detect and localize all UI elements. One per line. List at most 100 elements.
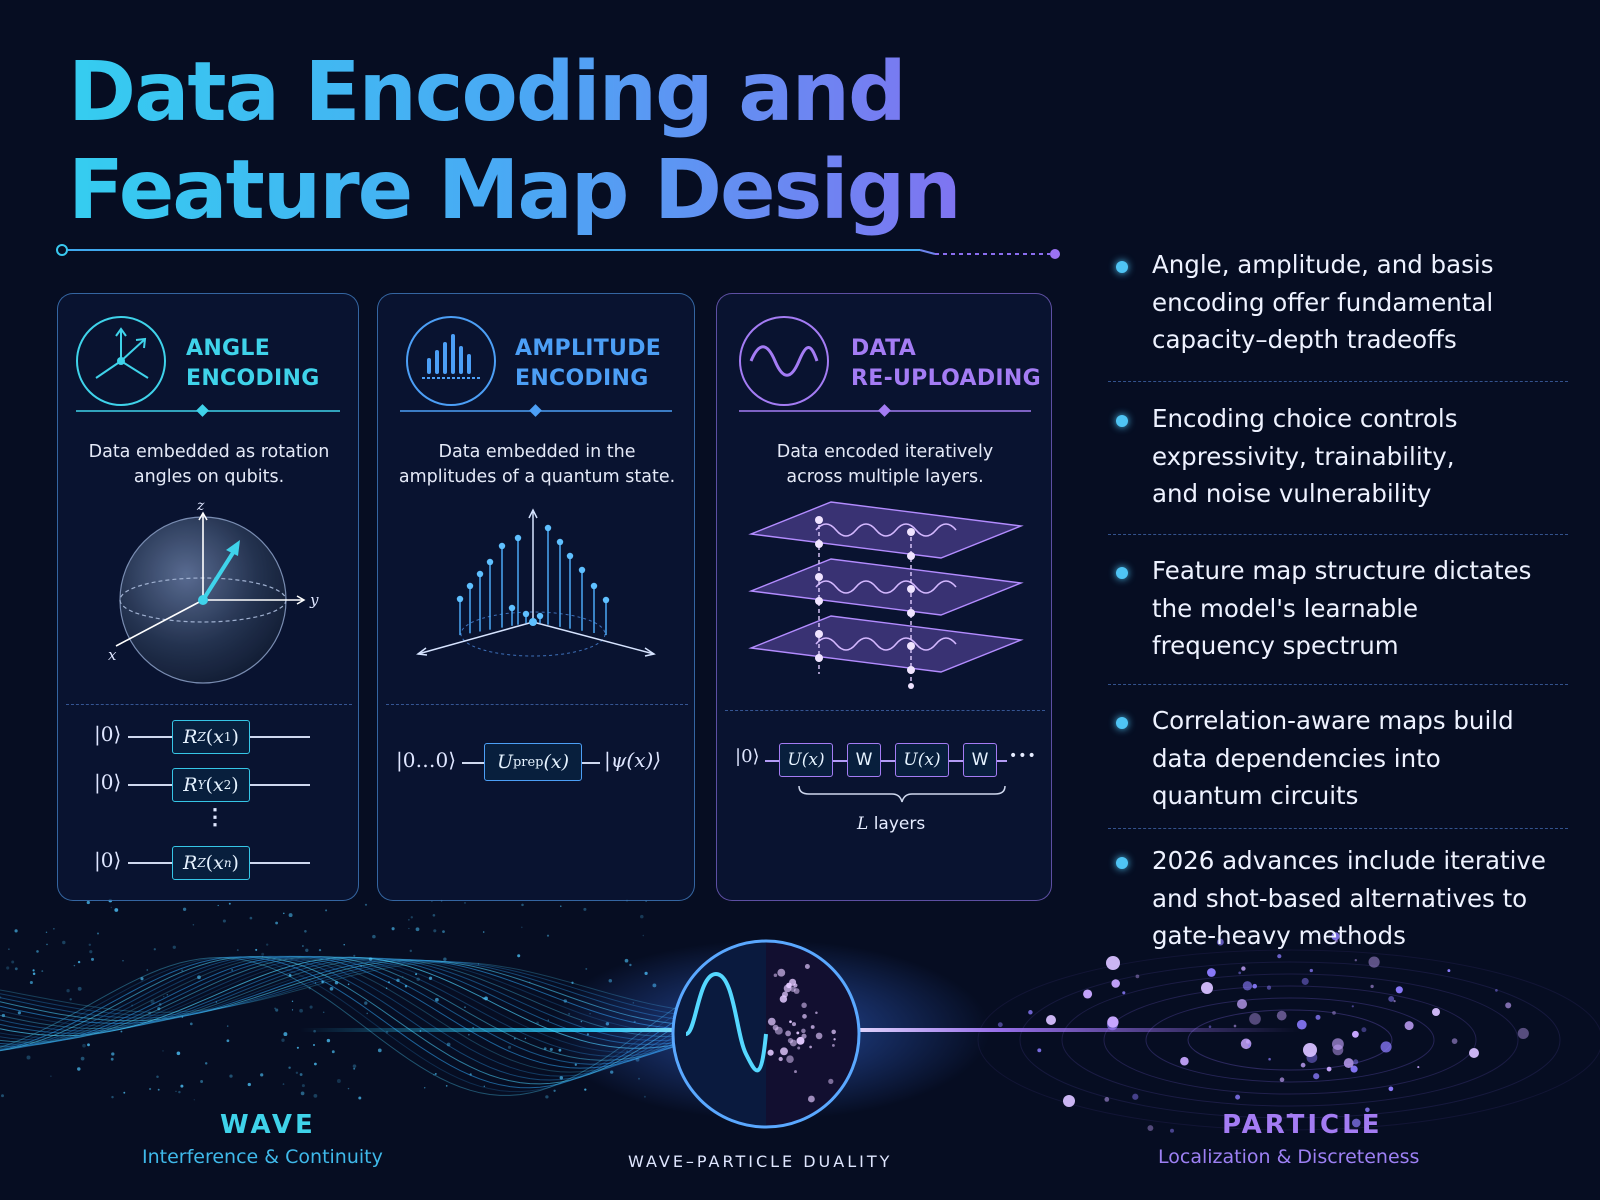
gate1-label: R bbox=[183, 726, 198, 748]
ket-zero-1: |0⟩ bbox=[94, 722, 122, 746]
layers-brace bbox=[798, 785, 1006, 803]
amplitude-encoding-card: AMPLITUDE ENCODING Data embedded in the … bbox=[377, 293, 695, 901]
ru-wire-2 bbox=[833, 760, 847, 762]
bullet-4-line2: data dependencies into bbox=[1152, 743, 1441, 773]
title-underline bbox=[56, 244, 1060, 259]
reupload-title-line2: RE-UPLOADING bbox=[851, 366, 1041, 391]
w-gate-1: W bbox=[847, 743, 881, 777]
vertical-dots: ⋮ bbox=[204, 804, 226, 830]
uprep-sub: prep bbox=[512, 754, 544, 770]
title-line-2: Feature Map Design bbox=[68, 143, 960, 238]
stacked-layers-diagram bbox=[748, 501, 1024, 689]
amplitude-desc-line2: amplitudes of a quantum state. bbox=[398, 467, 676, 487]
wire-nb bbox=[250, 862, 310, 864]
bullet-4-line3: quantum circuits bbox=[1152, 781, 1359, 810]
particle-subtitle: Localization & Discreteness bbox=[1158, 1146, 1420, 1168]
bullet-5-line1: 2026 advances include iterative bbox=[1152, 846, 1546, 875]
bar-chart-icon bbox=[406, 316, 496, 406]
gate2-label: R bbox=[183, 774, 198, 796]
gate1-sub: Z bbox=[197, 730, 206, 744]
bullet-2-line1: Encoding choice controls bbox=[1152, 404, 1458, 433]
wire-1b bbox=[250, 736, 310, 738]
amplitude-title-line1: AMPLITUDE bbox=[515, 336, 662, 361]
bullet-3-line1: Feature map structure dictates bbox=[1152, 556, 1532, 585]
angle-encoding-card: ANGLE ENCODING Data embedded as rotation… bbox=[57, 293, 359, 901]
gate3-argsub: n bbox=[223, 856, 232, 870]
list-separator bbox=[1108, 381, 1568, 382]
page-title: Data Encoding and Feature Map Design bbox=[68, 44, 1068, 240]
reupload-title-line1: DATA bbox=[851, 336, 917, 361]
particle-field bbox=[977, 932, 1600, 1133]
input-state: |0…0⟩ bbox=[396, 748, 456, 772]
list-separator bbox=[1108, 534, 1568, 535]
list-item: 2026 advances include iterative and shot… bbox=[1108, 842, 1568, 966]
bullet-text-4: Correlation-aware maps build data depend… bbox=[1152, 702, 1514, 815]
duality-caption: WAVE–PARTICLE DUALITY bbox=[628, 1152, 893, 1171]
bullet-text-2: Encoding choice controls expressivity, t… bbox=[1152, 400, 1458, 513]
bullet-dot bbox=[1116, 415, 1128, 427]
angle-card-description: Data embedded as rotation angles on qubi… bbox=[68, 440, 350, 490]
angle-card-divider bbox=[76, 404, 340, 417]
gate1-arg: x bbox=[213, 726, 224, 748]
axes-icon bbox=[76, 316, 166, 406]
w-gate-2: W bbox=[963, 743, 997, 777]
wire-na bbox=[128, 862, 172, 864]
amplitude-title-line2: ENCODING bbox=[515, 366, 649, 391]
list-separator bbox=[1108, 684, 1568, 685]
ket-zero-n: |0⟩ bbox=[94, 848, 122, 872]
uprep-label: U bbox=[496, 751, 513, 773]
bullet-1-line3: capacity–depth tradeoffs bbox=[1152, 325, 1457, 354]
bullet-text-1: Angle, amplitude, and basis encoding off… bbox=[1152, 246, 1493, 359]
angle-desc-line2: angles on qubits. bbox=[133, 467, 285, 487]
bullet-text-5: 2026 advances include iterative and shot… bbox=[1152, 842, 1546, 955]
uprep-arg: (x) bbox=[543, 751, 570, 773]
list-separator bbox=[1108, 828, 1568, 829]
amplitude-stem-plot bbox=[416, 508, 656, 657]
layer-plane-3 bbox=[748, 615, 1024, 673]
angle-desc-line1: Data embedded as rotation bbox=[88, 442, 330, 462]
ru-wire-1 bbox=[765, 760, 779, 762]
amplitude-desc-line1: Data embedded in the bbox=[438, 442, 636, 462]
gate1-argsub: 1 bbox=[223, 730, 232, 744]
reupload-desc-line2: across multiple layers. bbox=[786, 467, 984, 487]
bullet-dot bbox=[1116, 261, 1128, 273]
bullet-1-line1: Angle, amplitude, and basis bbox=[1152, 250, 1494, 279]
amplitude-card-separator bbox=[386, 704, 688, 705]
list-item: Correlation-aware maps build data depend… bbox=[1108, 702, 1568, 842]
gate2-sub: Y bbox=[197, 778, 206, 792]
bullet-dot bbox=[1116, 567, 1128, 579]
list-item: Encoding choice controls expressivity, t… bbox=[1108, 400, 1568, 540]
gate3-arg: x bbox=[213, 852, 224, 874]
z-axis-label: z bbox=[196, 502, 205, 514]
bullet-1-line2: encoding offer fundamental bbox=[1152, 287, 1494, 317]
reupload-desc-line1: Data encoded iteratively bbox=[776, 442, 994, 462]
bullet-dot bbox=[1116, 857, 1128, 869]
key-points-list: Angle, amplitude, and basis encoding off… bbox=[1108, 246, 1568, 966]
layers-label: L layers bbox=[857, 814, 925, 834]
angle-title-line1: ANGLE bbox=[186, 336, 271, 361]
bullet-5-line2: and shot-based alternatives to bbox=[1152, 883, 1528, 913]
angle-title-line2: ENCODING bbox=[186, 366, 320, 391]
bullet-2-line2: expressivity, trainability, bbox=[1152, 441, 1455, 471]
wire-2b bbox=[250, 784, 310, 786]
angle-card-separator bbox=[66, 704, 352, 705]
reupload-card-divider bbox=[739, 404, 1031, 417]
bullet-dot bbox=[1116, 717, 1128, 729]
data-reuploading-card: DATA RE-UPLOADING Data encoded iterative… bbox=[716, 293, 1052, 901]
amp-wire-b bbox=[582, 762, 600, 764]
output-state: |ψ(x)⟩ bbox=[604, 748, 662, 772]
bullet-4-line1: Correlation-aware maps build bbox=[1152, 706, 1514, 735]
gate3-sub: Z bbox=[197, 856, 206, 870]
u-x-gate-1: U(x) bbox=[779, 743, 833, 777]
amp-wire-a bbox=[462, 762, 484, 764]
wave-icon bbox=[739, 316, 829, 406]
ket-zero-2: |0⟩ bbox=[94, 770, 122, 794]
layers-text: layers bbox=[873, 814, 926, 834]
gate2-argsub: 2 bbox=[223, 778, 232, 792]
angle-card-title: ANGLE ENCODING bbox=[186, 334, 320, 394]
reupload-ket: |0⟩ bbox=[735, 746, 760, 767]
layer-plane-2 bbox=[748, 558, 1024, 616]
